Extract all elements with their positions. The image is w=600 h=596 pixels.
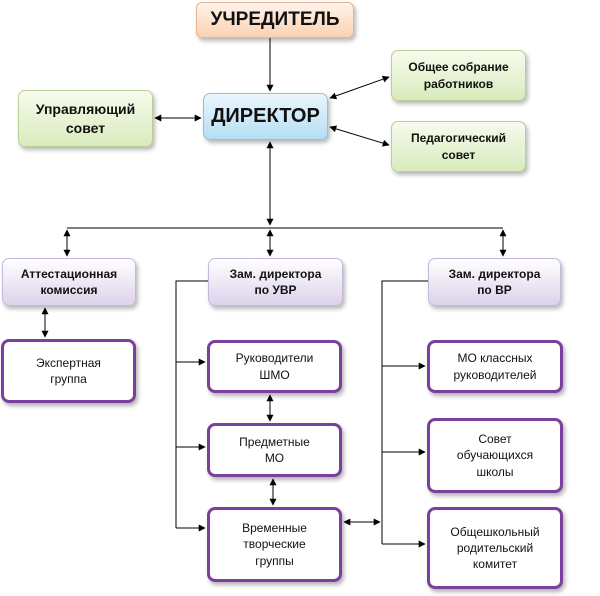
shmo-heads-box: Руководители ШМО — [207, 340, 342, 393]
student-council-box: Совет обучающихся школы — [427, 418, 563, 493]
general-meeting-line-1: Общее собрание — [408, 60, 509, 75]
director-box: ДИРЕКТОР — [203, 93, 328, 140]
attestation-commission-box: Аттестационная комиссия — [2, 258, 136, 306]
shmo-heads-line-1: Руководители — [235, 351, 314, 366]
director-label: ДИРЕКТОР — [211, 105, 320, 127]
governing-council-line-2: совет — [65, 119, 106, 136]
link-director-pedagogical — [329, 125, 390, 147]
parent-committee-line-2: родительский — [456, 540, 534, 555]
attestation-line-2: комиссия — [40, 283, 98, 297]
class-teachers-mo-line-1: МО классных — [457, 351, 533, 366]
student-council-line-3: школы — [476, 464, 514, 479]
bracket-vr — [381, 280, 428, 544]
pedagogical-council-line-1: Педагогический — [410, 131, 507, 146]
expert-group-line-2: группа — [50, 372, 87, 386]
subject-mo-line-2: МО — [264, 451, 285, 465]
pedagogical-council-line-2: совет — [441, 147, 476, 162]
founder-label: УЧРЕДИТЕЛЬ — [210, 9, 340, 31]
deputy-vr-line-2: по ВР — [477, 283, 512, 297]
creative-groups-line-1: Временные — [242, 521, 307, 536]
parent-committee-line-3: комитет — [472, 557, 518, 572]
general-meeting-box: Общее собрание работников — [391, 50, 526, 101]
parent-committee-box: Общешкольный родительский комитет — [427, 507, 563, 589]
deputy-uvr-line-1: Зам. директора — [229, 266, 322, 281]
class-teachers-mo-box: МО классных руководителей — [427, 340, 563, 393]
class-teachers-mo-line-2: руководителей — [453, 367, 537, 382]
expert-group-line-1: Экспертная — [36, 355, 101, 370]
link-director-meeting — [329, 75, 390, 100]
deputy-uvr-line-2: по УВР — [254, 283, 297, 297]
attestation-line-1: Аттестационная — [20, 266, 118, 281]
general-meeting-line-2: работников — [423, 76, 494, 91]
governing-council-line-1: Управляющий — [35, 100, 136, 117]
deputy-vr-line-1: Зам. директора — [448, 266, 541, 281]
creative-groups-box: Временные творческие группы — [207, 507, 342, 582]
founder-box: УЧРЕДИТЕЛЬ — [196, 2, 354, 38]
deputy-uvr-box: Зам. директора по УВР — [208, 258, 343, 306]
expert-group-box: Экспертная группа — [1, 339, 136, 403]
subject-mo-line-1: Предметные — [239, 434, 310, 449]
shmo-heads-line-2: ШМО — [259, 367, 290, 382]
creative-groups-line-2: творческие — [243, 537, 306, 552]
subject-mo-box: Предметные МО — [207, 423, 342, 477]
creative-groups-line-3: группы — [255, 553, 294, 568]
parent-committee-line-1: Общешкольный — [450, 524, 540, 539]
governing-council-box: Управляющий совет — [18, 90, 153, 147]
deputy-vr-box: Зам. директора по ВР — [428, 258, 561, 306]
pedagogical-council-box: Педагогический совет — [391, 121, 526, 172]
bracket-uvr — [175, 280, 208, 528]
student-council-line-1: Совет — [478, 432, 512, 447]
student-council-line-2: обучающихся — [456, 448, 534, 463]
